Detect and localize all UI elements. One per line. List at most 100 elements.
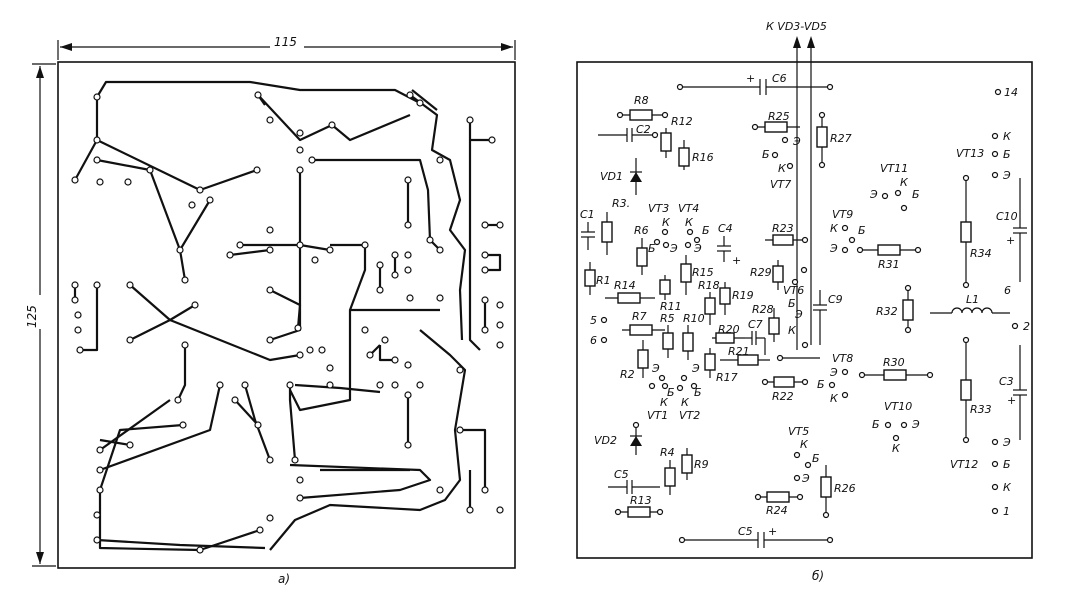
vt10-label: VT10 [884, 400, 912, 413]
vt6-collector-letter: К [788, 324, 797, 337]
resistor-r12: R12 [660, 115, 693, 158]
panel-a-board-outline [57, 61, 516, 569]
terminal-14-label: 14 [1004, 86, 1018, 99]
panel-b-board-outline [576, 61, 1033, 559]
resistor-r21: R21 [720, 338, 820, 366]
vd3-vd5-label: К VD3-VD5 [766, 20, 827, 33]
vt11-base-letter: Б [912, 188, 920, 201]
capacitor-c5: C5 C5 + [678, 525, 834, 548]
r32-label: R32 [876, 305, 898, 318]
transistor-vt11: VT11 К Э Б [869, 162, 920, 212]
resistor-r15: R15 [680, 255, 714, 295]
vt13-emitter-letter: Э [1002, 169, 1011, 182]
diode-vd2: VD2 [594, 421, 642, 455]
vt11-collector-letter: К [900, 176, 909, 189]
vt1-label: VT1 [647, 409, 668, 422]
panel-a-caption: а) [278, 572, 290, 586]
c3-label: C5 [614, 468, 629, 481]
r21-label: R21 [728, 345, 750, 358]
r7-label: R7 [632, 310, 647, 323]
vt3-emitter-letter: Э [669, 242, 678, 255]
vt5-emitter-letter: Э [801, 472, 810, 485]
terminals-5-6: 5 6 [590, 314, 608, 347]
c10-label: C10 [996, 210, 1018, 223]
transistor-vt10: VT10 Б Э К [872, 400, 920, 455]
vt2-emitter-letter: Э [691, 362, 700, 375]
vt4-label: VT4 [678, 202, 699, 215]
terminal-6-label: 6 [1004, 284, 1011, 297]
resistor-r31: R31 [856, 244, 922, 271]
resistor-r19: R19 [719, 282, 754, 315]
r14-label: R14 [614, 279, 636, 292]
vt9-label: VT9 [832, 208, 853, 221]
r24-label: R24 [766, 504, 788, 517]
vt5-collector-letter: К [800, 438, 809, 451]
vd2-label: VD2 [594, 434, 617, 447]
diode-vd1: VD1 [600, 158, 642, 195]
vt10-emitter-letter: Э [911, 418, 920, 431]
r22-label: R22 [772, 390, 794, 403]
transistor-vt12: Э VT12 Б К 1 [950, 436, 1012, 518]
resistor-r27: R27 [816, 111, 852, 169]
vd3-vd5-leads: К VD3-VD5 [766, 20, 827, 350]
r1-label: R1 [596, 274, 611, 287]
resistor-r2: R2 [620, 340, 649, 381]
vt10-collector-letter: К [892, 442, 901, 455]
vt4-collector-letter: К [685, 216, 694, 229]
transistor-vt9: VT9 К Б Э [829, 208, 866, 255]
vt6-label: VT6 [783, 284, 804, 297]
r4-label: R4 [660, 446, 675, 459]
vt12-emitter-letter: Э [1002, 436, 1011, 449]
transistor-vt13: 14 К VT13 Б Э [956, 86, 1018, 182]
r25-label: R25 [768, 110, 790, 123]
r20-label: R20 [718, 323, 740, 336]
transistor-vt2: Э Б К VT2 [676, 362, 702, 422]
terminal-6a-label: 6 [590, 334, 597, 347]
c10-plus: + [1006, 234, 1015, 247]
c6-label: C6 [772, 72, 787, 85]
vt10-base-letter: Б [872, 418, 880, 431]
vt11-label: VT11 [880, 162, 908, 175]
resistor-r3: R3. [601, 197, 630, 255]
vt7-base-letter: Б [762, 148, 770, 161]
resistor-r28: R28 Б Э К [752, 297, 803, 342]
c7-label: C7 [748, 318, 763, 331]
vt3-label: VT3 [648, 202, 669, 215]
resistor-r8: R8 [616, 94, 669, 121]
r28-label: R28 [752, 303, 774, 316]
transistor-vt1: Э Б К VT1 [647, 362, 675, 422]
inductor-l1: L1 2 [930, 293, 1030, 333]
vt12-label: VT12 [950, 458, 978, 471]
vt1-emitter-letter: Э [651, 362, 660, 375]
r30-label: R30 [883, 356, 905, 369]
copper-tracks [73, 80, 502, 552]
transistor-vt7: Э Б К VT7 [762, 135, 801, 191]
c8-label: C9 [828, 293, 843, 306]
r11-label: R11 [660, 300, 682, 313]
r15-label: R15 [692, 266, 714, 279]
r17-label: R17 [716, 371, 738, 384]
c4-plus: + [732, 254, 741, 267]
vt8-base-letter: Б [817, 378, 825, 391]
capacitor-c6: + C6 [676, 72, 834, 95]
r33-label: R33 [970, 403, 992, 416]
resistor-r24: R24 [754, 491, 804, 517]
r26-label: R26 [834, 482, 856, 495]
resistor-r5: R5 [660, 312, 675, 358]
resistor-r18: R18 [698, 279, 720, 325]
capacitor-c9: C3 + [999, 345, 1027, 440]
vt13-collector-letter: К [1003, 130, 1012, 143]
r19-label: R19 [732, 289, 754, 302]
resistor-r30: R30 [858, 356, 934, 381]
resistor-r7: R7 [622, 310, 665, 336]
capacitor-c2: C2 [598, 123, 659, 142]
c1-label: C1 [580, 208, 595, 221]
vt5-label: VT5 [788, 425, 809, 438]
vt8-collector-letter: К [830, 392, 839, 405]
height-dimension-label: 125 [25, 305, 39, 328]
vt3-collector-letter: К [662, 216, 671, 229]
height-dimension: 125 [25, 63, 56, 567]
vt12-collector-letter: К [1003, 481, 1012, 494]
l1-label: L1 [966, 293, 979, 306]
r16-label: R16 [692, 151, 714, 164]
